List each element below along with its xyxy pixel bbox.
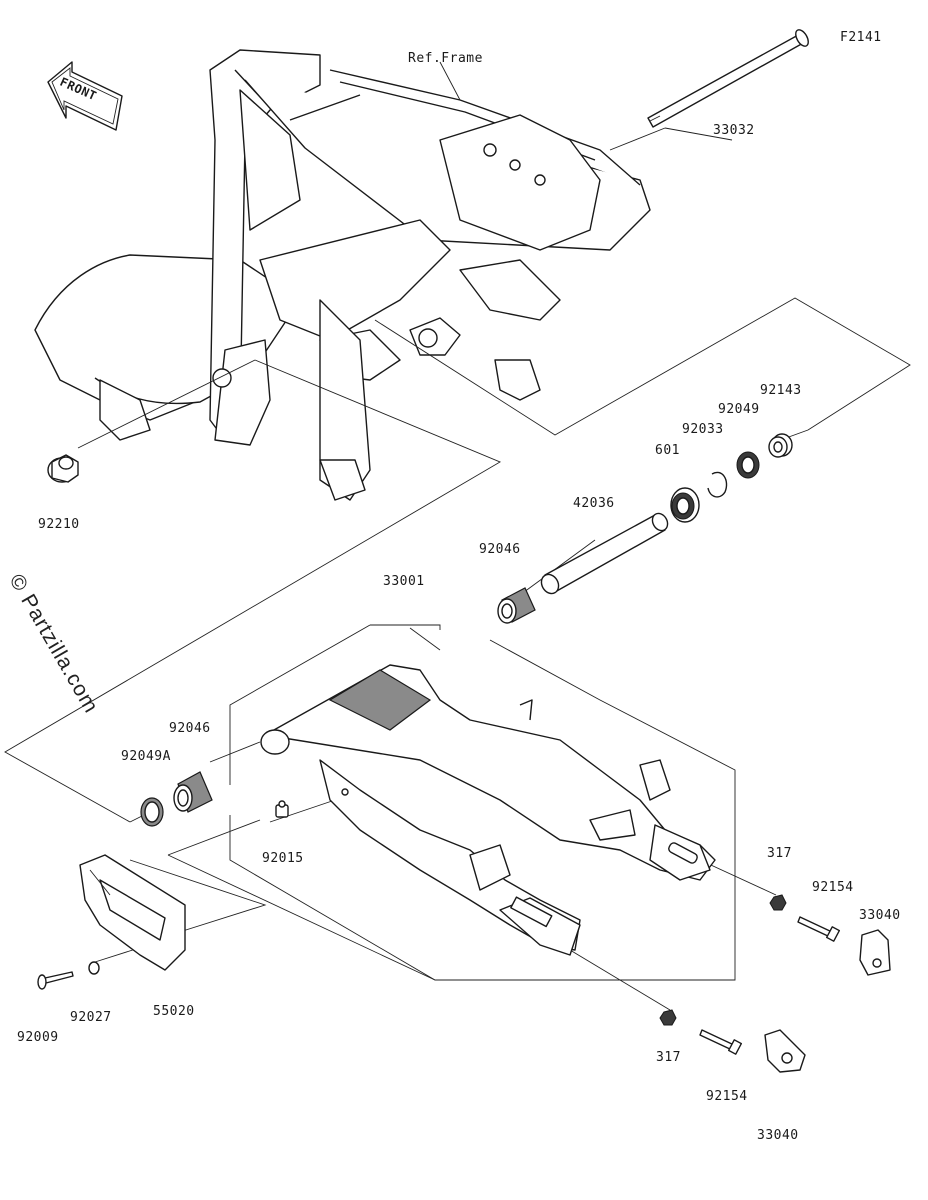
nut-317-upper: [769, 894, 787, 911]
part-number-317-upper[interactable]: 317: [767, 846, 792, 861]
part-number-601[interactable]: 601: [655, 443, 680, 458]
part-number-42036[interactable]: 42036: [573, 496, 615, 511]
part-number-33040-lower[interactable]: 33040: [757, 1128, 799, 1143]
part-number-92143[interactable]: 92143: [760, 383, 802, 398]
needle-bearing-92046-upper: [497, 587, 536, 624]
bolt-92009: [37, 971, 74, 990]
part-number-92154-upper[interactable]: 92154: [812, 880, 854, 895]
part-number-33040-upper[interactable]: 33040: [859, 908, 901, 923]
adjuster-33040-upper: [859, 929, 891, 976]
sleeve-42036: [540, 512, 669, 595]
part-number-33001[interactable]: 33001: [383, 574, 425, 589]
bolt-92154-lower: [699, 1029, 743, 1055]
part-number-92049A[interactable]: 92049A: [121, 749, 171, 764]
swingarm-33001: [260, 664, 716, 956]
part-number-92015[interactable]: 92015: [262, 851, 304, 866]
seal-92049A: [140, 797, 164, 827]
seal-92049: [736, 451, 760, 479]
sleeve-92210: [47, 454, 79, 483]
part-number-317-lower[interactable]: 317: [656, 1050, 681, 1065]
needle-bearing-92046-lower: [173, 771, 213, 813]
washer-92027: [88, 961, 100, 975]
frame-drawing: [34, 49, 651, 501]
part-number-92049[interactable]: 92049: [718, 402, 760, 417]
grease-fitting-92015: [275, 800, 289, 818]
adjuster-33040-lower: [764, 1029, 806, 1073]
part-number-92027[interactable]: 92027: [70, 1010, 112, 1025]
part-number-92033[interactable]: 92033: [682, 422, 724, 437]
bearing-601: [670, 487, 700, 523]
bolt-92154-upper: [797, 916, 841, 942]
ref-frame-label: Ref.Frame: [408, 51, 483, 66]
diagram-code: F2141: [840, 30, 882, 45]
part-number-92009[interactable]: 92009: [17, 1030, 59, 1045]
part-number-92046-lower[interactable]: 92046: [169, 721, 211, 736]
part-number-55020[interactable]: 55020: [153, 1004, 195, 1019]
part-number-33032[interactable]: 33032: [713, 123, 755, 138]
circlip-92033: [707, 471, 728, 498]
collar-92143: [768, 433, 793, 458]
front-arrow-icon: [47, 61, 123, 131]
part-number-92154-lower[interactable]: 92154: [706, 1089, 748, 1104]
nut-317-lower: [659, 1009, 677, 1026]
chain-guide-55020: [79, 854, 186, 971]
shaft-33032: [647, 29, 809, 128]
part-number-92046-upper[interactable]: 92046: [479, 542, 521, 557]
part-number-92210[interactable]: 92210: [38, 517, 80, 532]
